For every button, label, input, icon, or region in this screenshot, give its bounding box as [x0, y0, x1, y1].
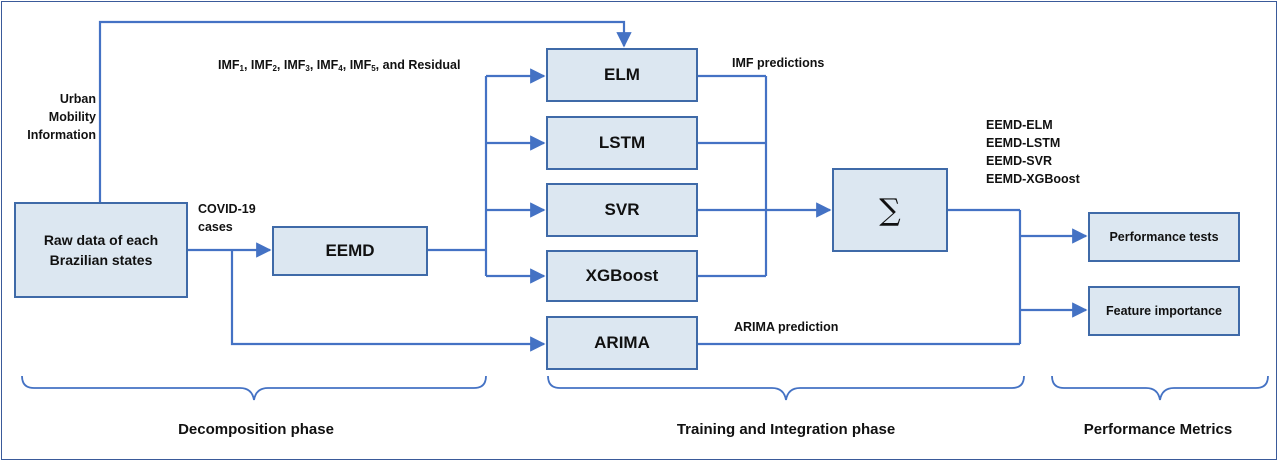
svr-label: SVR: [604, 200, 640, 219]
imf-predictions-label: IMF predictions: [732, 56, 825, 70]
feature-importance-box: Feature importance: [1088, 286, 1240, 336]
training-phase-label: Training and Integration phase: [676, 421, 896, 438]
raw-to-arima-arrow: [230, 250, 546, 352]
metrics-phase-label: Performance Metrics: [1083, 421, 1233, 438]
eemd-box: EEMD: [272, 226, 428, 276]
sum-symbol: ∑: [879, 192, 901, 228]
xgboost-box: XGBoost: [546, 250, 698, 302]
svr-box: SVR: [546, 183, 698, 237]
raw-data-label: Raw data of each Brazilian states: [43, 232, 159, 268]
urban-mobility-label: Urban Mobility Information: [27, 90, 96, 144]
hybrid-eemd-xgboost: EEMD-XGBoost: [986, 172, 1080, 186]
mobility-line: Mobility: [48, 110, 96, 124]
eemd-label: EEMD: [325, 241, 375, 260]
raw-data-box: Raw data of each Brazilian states: [14, 202, 188, 298]
urban-mobility-arrow: [98, 20, 632, 202]
arima-box: ARIMA: [546, 316, 698, 370]
lstm-box: LSTM: [546, 116, 698, 170]
arima-prediction-label: ARIMA prediction: [734, 320, 839, 334]
covid-label: COVID-19 cases: [198, 200, 256, 236]
lstm-label: LSTM: [598, 133, 646, 152]
xgboost-label: XGBoost: [585, 266, 659, 285]
decomposition-phase-label: Decomposition phase: [178, 421, 334, 438]
decomposition-brace: [21, 375, 487, 401]
arima-label: ARIMA: [594, 333, 650, 352]
hybrid-eemd-lstm: EEMD-LSTM: [986, 136, 1061, 150]
performance-tests-label: Performance tests: [1109, 230, 1219, 244]
imf-components-label: IMF1, IMF2, IMF3, IMF4, IMF5, and Residu…: [218, 58, 461, 73]
feature-importance-label: Feature importance: [1105, 304, 1222, 318]
elm-box: ELM: [546, 48, 698, 102]
hybrid-eemd-svr: EEMD-SVR: [986, 154, 1052, 168]
hybrid-eemd-elm: EEMD-ELM: [986, 118, 1053, 132]
elm-label: ELM: [604, 65, 640, 84]
urban-line: Urban: [59, 92, 96, 106]
training-brace: [547, 375, 1025, 401]
covid-line: COVID-19: [198, 202, 256, 216]
cases-line: cases: [198, 220, 233, 234]
metrics-brace: [1051, 375, 1269, 401]
information-line: Information: [27, 128, 96, 142]
hybrid-models-list: EEMD-ELM EEMD-LSTM EEMD-SVR EEMD-XGBoost: [986, 116, 1080, 188]
performance-tests-box: Performance tests: [1088, 212, 1240, 262]
sum-box: ∑: [832, 168, 948, 252]
